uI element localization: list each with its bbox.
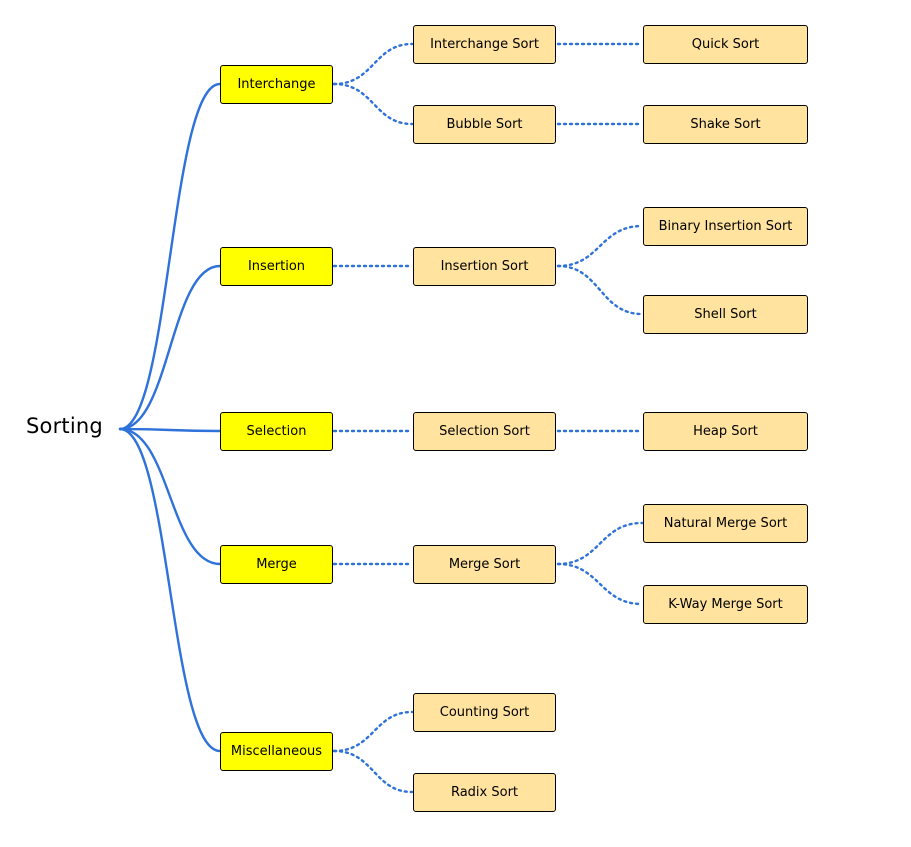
- variant-node-natural-merge-sort[interactable]: Natural Merge Sort: [643, 504, 808, 543]
- connector-merge-sort-k-way-merge-sort: [556, 562, 644, 606]
- method-node-interchange-sort[interactable]: Interchange Sort: [413, 25, 556, 64]
- method-node-merge-sort[interactable]: Merge Sort: [413, 545, 556, 584]
- root-node-sorting: Sorting: [26, 414, 103, 438]
- category-node-interchange[interactable]: Interchange: [220, 65, 333, 104]
- method-node-selection-sort[interactable]: Selection Sort: [413, 412, 556, 451]
- category-node-selection[interactable]: Selection: [220, 412, 333, 451]
- branch-connectors: [332, 42, 644, 794]
- variant-node-quick-sort[interactable]: Quick Sort: [643, 25, 808, 64]
- connector-miscellaneous-radix-sort: [332, 749, 414, 794]
- method-node-radix-sort[interactable]: Radix Sort: [413, 773, 556, 812]
- variant-node-shake-sort[interactable]: Shake Sort: [643, 105, 808, 144]
- method-node-counting-sort[interactable]: Counting Sort: [413, 693, 556, 732]
- category-node-miscellaneous[interactable]: Miscellaneous: [220, 732, 333, 771]
- variant-node-k-way-merge-sort[interactable]: K-Way Merge Sort: [643, 585, 808, 624]
- connector-interchange-bubble-sort: [332, 82, 414, 126]
- category-node-insertion[interactable]: Insertion: [220, 247, 333, 286]
- variant-node-binary-insertion-sort[interactable]: Binary Insertion Sort: [643, 207, 808, 246]
- category-node-merge[interactable]: Merge: [220, 545, 333, 584]
- connector-root-selection: [118, 427, 222, 433]
- variant-node-shell-sort[interactable]: Shell Sort: [643, 295, 808, 334]
- method-node-bubble-sort[interactable]: Bubble Sort: [413, 105, 556, 144]
- connector-insertion-sort-binary-insertion-sort: [556, 224, 644, 268]
- connector-root-merge: [118, 427, 222, 566]
- root-connectors: [118, 82, 222, 753]
- connector-insertion-sort-shell-sort: [556, 264, 644, 316]
- connector-root-interchange: [118, 82, 222, 431]
- connector-merge-sort-natural-merge-sort: [556, 521, 644, 566]
- connector-root-insertion: [118, 264, 222, 431]
- connector-miscellaneous-counting-sort: [332, 710, 414, 753]
- variant-node-heap-sort[interactable]: Heap Sort: [643, 412, 808, 451]
- method-node-insertion-sort[interactable]: Insertion Sort: [413, 247, 556, 286]
- connector-interchange-interchange-sort: [332, 42, 414, 86]
- connector-root-miscellaneous: [118, 427, 222, 753]
